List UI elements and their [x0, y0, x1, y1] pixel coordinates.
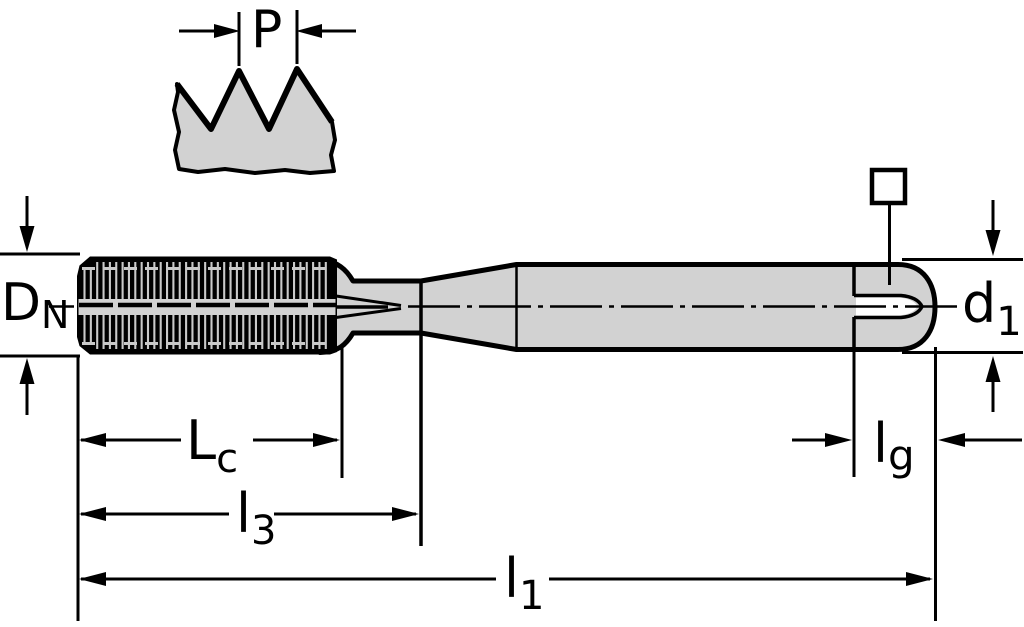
lc-arrowhead-left-icon	[79, 433, 106, 447]
lg-arrowhead-left-icon	[825, 433, 852, 447]
dimension-overall-length: l1	[79, 547, 933, 619]
flute-runout-bottom	[335, 307, 402, 319]
lc-arrowhead-right-icon	[313, 433, 340, 447]
flute-runout-top	[335, 294, 402, 307]
l3-arrowhead-left-icon	[79, 507, 106, 521]
dn-arrowhead-bottom-icon	[19, 358, 35, 384]
lg-arrowhead-right-icon	[938, 433, 965, 447]
d1-arrowhead-top-icon	[985, 230, 1001, 256]
dimension-thread-neck-length: l3	[79, 482, 419, 554]
lg-label: lg	[873, 412, 915, 480]
square-flat-bottom	[854, 305, 924, 320]
thread-ridges	[83, 262, 327, 349]
l1-arrowhead-right-icon	[906, 572, 933, 586]
lc-label: Lc	[186, 409, 238, 482]
l1-arrowhead-left-icon	[79, 572, 106, 586]
dimension-nominal-diameter: DN	[0, 196, 80, 415]
dimension-square-length: lg	[792, 412, 1022, 480]
l3-arrowhead-right-icon	[392, 507, 419, 521]
thread-profile-crest-line	[174, 66, 335, 132]
pitch-label: P	[251, 0, 282, 60]
thread-profile-detail: P	[172, 0, 356, 175]
extension-lines	[76, 282, 937, 621]
dn-arrowhead-top-icon	[19, 226, 35, 252]
l1-label: l1	[504, 547, 544, 619]
d1-arrowhead-bottom-icon	[985, 356, 1001, 382]
pitch-arrowhead-left-icon	[214, 24, 240, 38]
square-drive-icon	[869, 167, 908, 206]
square-recess	[856, 297, 918, 316]
dimension-thread-length: Lc	[79, 409, 340, 482]
pitch-arrowhead-right-icon	[296, 24, 322, 38]
tap-body	[49, 167, 957, 355]
l3-label: l3	[236, 482, 276, 554]
dn-label: DN	[1, 273, 69, 337]
square-flat-top	[854, 293, 924, 308]
dimension-shank-diameter: d1	[902, 200, 1023, 412]
d1-label: d1	[962, 272, 1022, 345]
